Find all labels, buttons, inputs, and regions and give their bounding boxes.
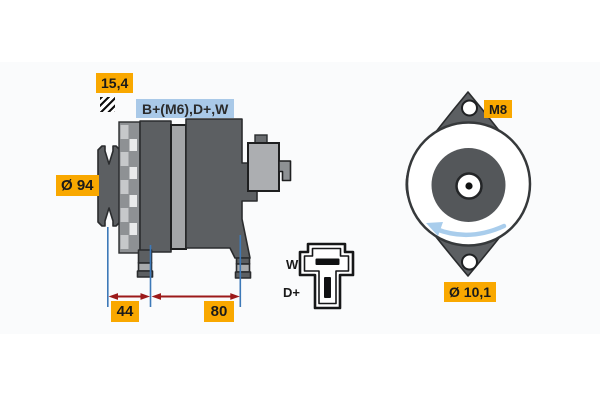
side-view: [97, 118, 292, 279]
label-dim-44: 44: [111, 301, 139, 322]
label-terminals: B+(M6),D+,W: [136, 99, 235, 118]
stator-band: [170, 124, 187, 250]
fan: [118, 121, 141, 254]
rear-connector-block: [247, 134, 292, 192]
label-belt-width: 15,4: [96, 73, 134, 93]
dimension-arrow-44: [108, 293, 150, 300]
dimension-arrow-80: [151, 293, 240, 300]
shaft-center-dot: [465, 182, 473, 190]
label-mount-hole-diameter: Ø 10,1: [444, 282, 497, 302]
mounting-hole-bottom: [461, 253, 478, 271]
mounting-foot-rear: [234, 257, 252, 279]
label-connector-pin-dplus: D+: [283, 285, 300, 300]
terminal-slot-dplus: [324, 277, 331, 298]
mounting-hole-top: [461, 99, 478, 117]
pulley: [97, 145, 121, 227]
front-view: [405, 91, 532, 277]
rotation-direction-arrow-icon: [426, 222, 507, 238]
front-housing: [139, 120, 172, 253]
connector-plug-inner-outline: [303, 247, 350, 305]
label-pulley-diameter: Ø 94: [56, 175, 99, 196]
mounting-foot-front: [136, 249, 154, 278]
connector-plug-outline: [298, 242, 355, 310]
label-thread-size: M8: [484, 100, 513, 118]
dimension-lines: [107, 227, 242, 307]
connector-pinout: [298, 242, 355, 310]
label-dim-80: 80: [204, 301, 234, 322]
label-connector-pin-w: W: [286, 257, 299, 272]
hatch-pattern-icon: [100, 97, 115, 112]
rear-housing: [185, 118, 258, 259]
terminal-slot-w: [315, 258, 340, 265]
